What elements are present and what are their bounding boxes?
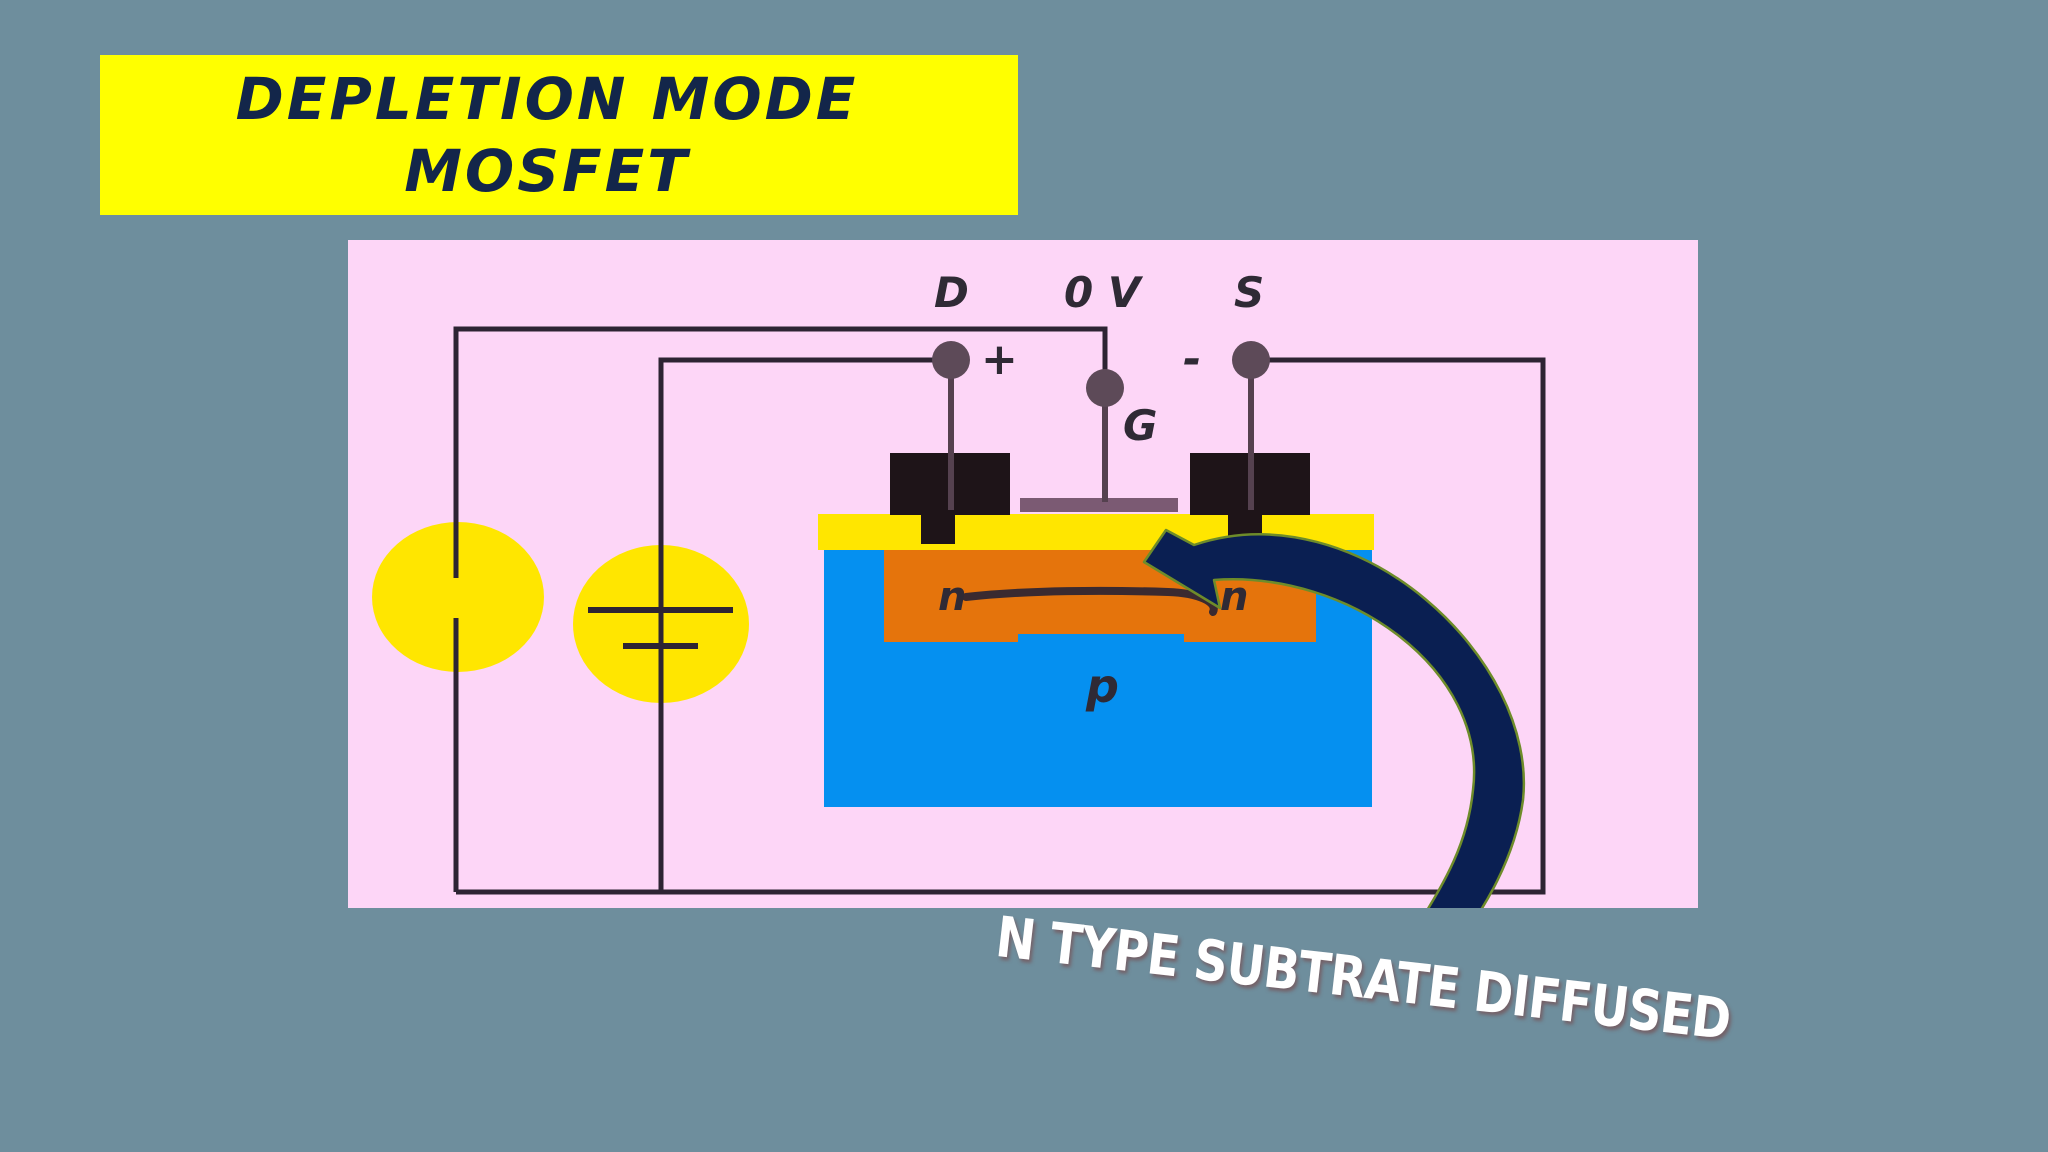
gate-terminal-dot <box>1086 369 1124 407</box>
source-polarity: - <box>1183 334 1201 385</box>
gate-label: G <box>1123 401 1157 450</box>
drain-label: D <box>934 268 969 317</box>
gate-plate <box>1020 498 1178 512</box>
p-label: p <box>1085 659 1119 713</box>
source-label: S <box>1234 268 1264 317</box>
title-box: DEPLETION MODE MOSFET <box>100 55 1018 215</box>
source-terminal-dot <box>1232 341 1270 379</box>
title-line-1: DEPLETION MODE <box>235 65 859 133</box>
n-region-notch <box>1018 634 1184 646</box>
title-line-2: MOSFET <box>404 137 690 205</box>
drain-polarity: + <box>981 334 1018 385</box>
curved-arrow <box>1142 528 1526 908</box>
mosfet-diagram: D 0 V S G + - n n p <box>348 240 1698 908</box>
drain-terminal-dot <box>932 341 970 379</box>
gate-voltage-label: 0 V <box>1064 268 1144 317</box>
caption: N TYPE SUBTRATE DIFFUSED <box>992 905 1734 1054</box>
n-label-left: n <box>938 574 966 620</box>
n-label-right: n <box>1220 574 1248 620</box>
battery-left-gap <box>448 578 464 618</box>
drain-contact-stem <box>921 510 955 544</box>
